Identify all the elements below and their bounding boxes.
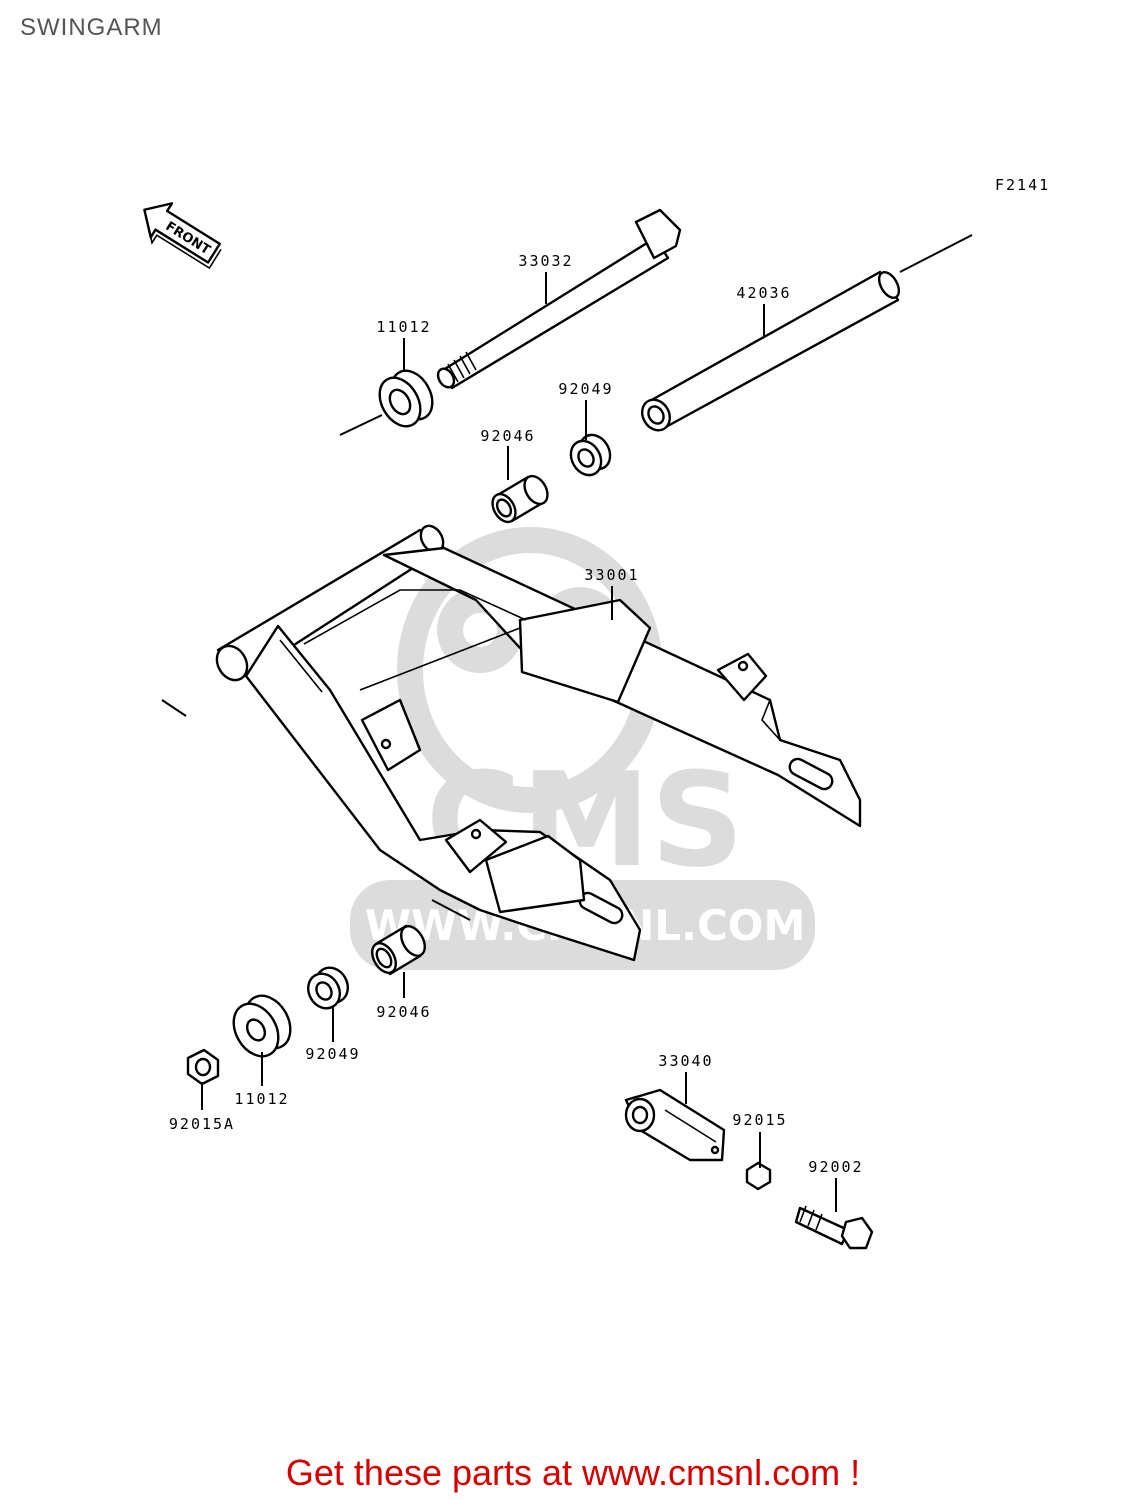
part-label: 92046 [376,1003,431,1021]
collar-92049-top [569,433,612,477]
pivot-shaft-33032 [436,208,682,390]
bearing-92046-bottom [371,924,426,976]
seal-11012-top [378,369,434,428]
part-label: 92049 [558,380,613,398]
nut-92015 [745,1161,772,1191]
swingarm-33001 [215,524,862,962]
part-label: 92015 [732,1111,787,1129]
collar-92049-bottom [306,966,350,1010]
sleeve-42036 [640,270,901,432]
promo-link[interactable]: Get these parts at www.cmsnl.com ! [285,1452,861,1493]
part-label: 92015A [169,1115,235,1133]
part-label: 92049 [305,1045,360,1063]
axis-line [161,699,187,717]
part-label: 33001 [584,566,639,584]
seal-11012-bottom [232,994,292,1058]
part-label: 92046 [480,427,535,445]
part-label: 33040 [658,1052,713,1070]
part-label: 42036 [736,284,791,302]
part-label: 92002 [808,1158,863,1176]
bolt-92002 [794,1205,874,1250]
chain-adjuster-33040 [624,1088,726,1162]
part-label: 11012 [376,318,431,336]
nut-92015A [186,1048,220,1086]
axis-line [899,234,973,273]
axis-line [431,899,471,921]
part-label: 11012 [234,1090,289,1108]
figure-code: F2141 [995,176,1050,194]
leader-lines [201,272,837,1212]
part-label: 33032 [518,252,573,270]
bearing-92046-top [491,474,549,524]
axis-line [339,414,383,436]
page-title: SWINGARM [20,14,163,41]
front-arrow-icon: FRONT [143,202,222,270]
